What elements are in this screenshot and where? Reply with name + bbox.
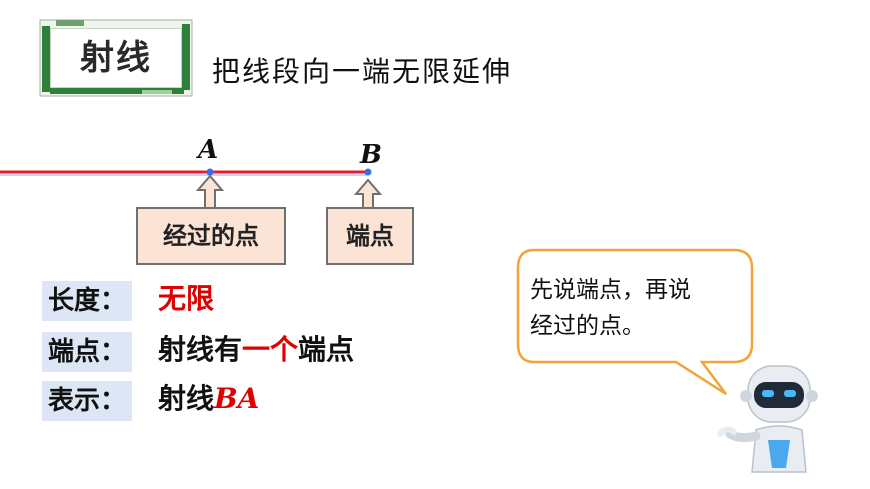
point-a-label: A [195,135,218,165]
page-title: 射线 [80,38,152,78]
arrow-to-b [353,178,383,209]
callout-through-point: 经过的点 [136,207,286,265]
badge-inner: 射线 [50,28,182,88]
title-badge: 射线 [38,18,194,98]
robot-icon [717,365,818,473]
length-value-text: 无限 [158,282,215,315]
endpoint-value-part3: 端点 [298,333,355,366]
point-a-dot [206,168,214,176]
notation-value-part1: 射线 [158,382,215,415]
notation-value: 射线BA [158,379,259,419]
speech-bubble-shape [516,248,754,396]
callout-endpoint: 端点 [326,207,414,265]
speech-line-2: 经过的点。 [530,313,645,339]
endpoint-value: 射线有一个端点 [158,330,354,370]
notation-label: 表示： [42,381,133,421]
endpoint-value-part1: 射线有 [158,333,243,366]
ray-diagram: A B [0,135,383,209]
notation-value-part2: BA [214,382,260,415]
arrow-to-a [195,174,225,209]
length-label: 长度： [42,281,133,321]
speech-line-1: 先说端点，再说 [530,277,691,303]
length-value: 无限 [158,279,214,319]
definition-text: 把线段向一端无限延伸 [212,55,513,88]
speech-bubble [516,248,754,396]
point-b-dot [364,168,372,176]
point-b-label: B [359,140,382,170]
speech-bubble-text: 先说端点，再说 经过的点。 [530,272,740,344]
endpoint-label: 端点： [42,332,133,372]
endpoint-value-part2: 一个 [242,333,299,366]
